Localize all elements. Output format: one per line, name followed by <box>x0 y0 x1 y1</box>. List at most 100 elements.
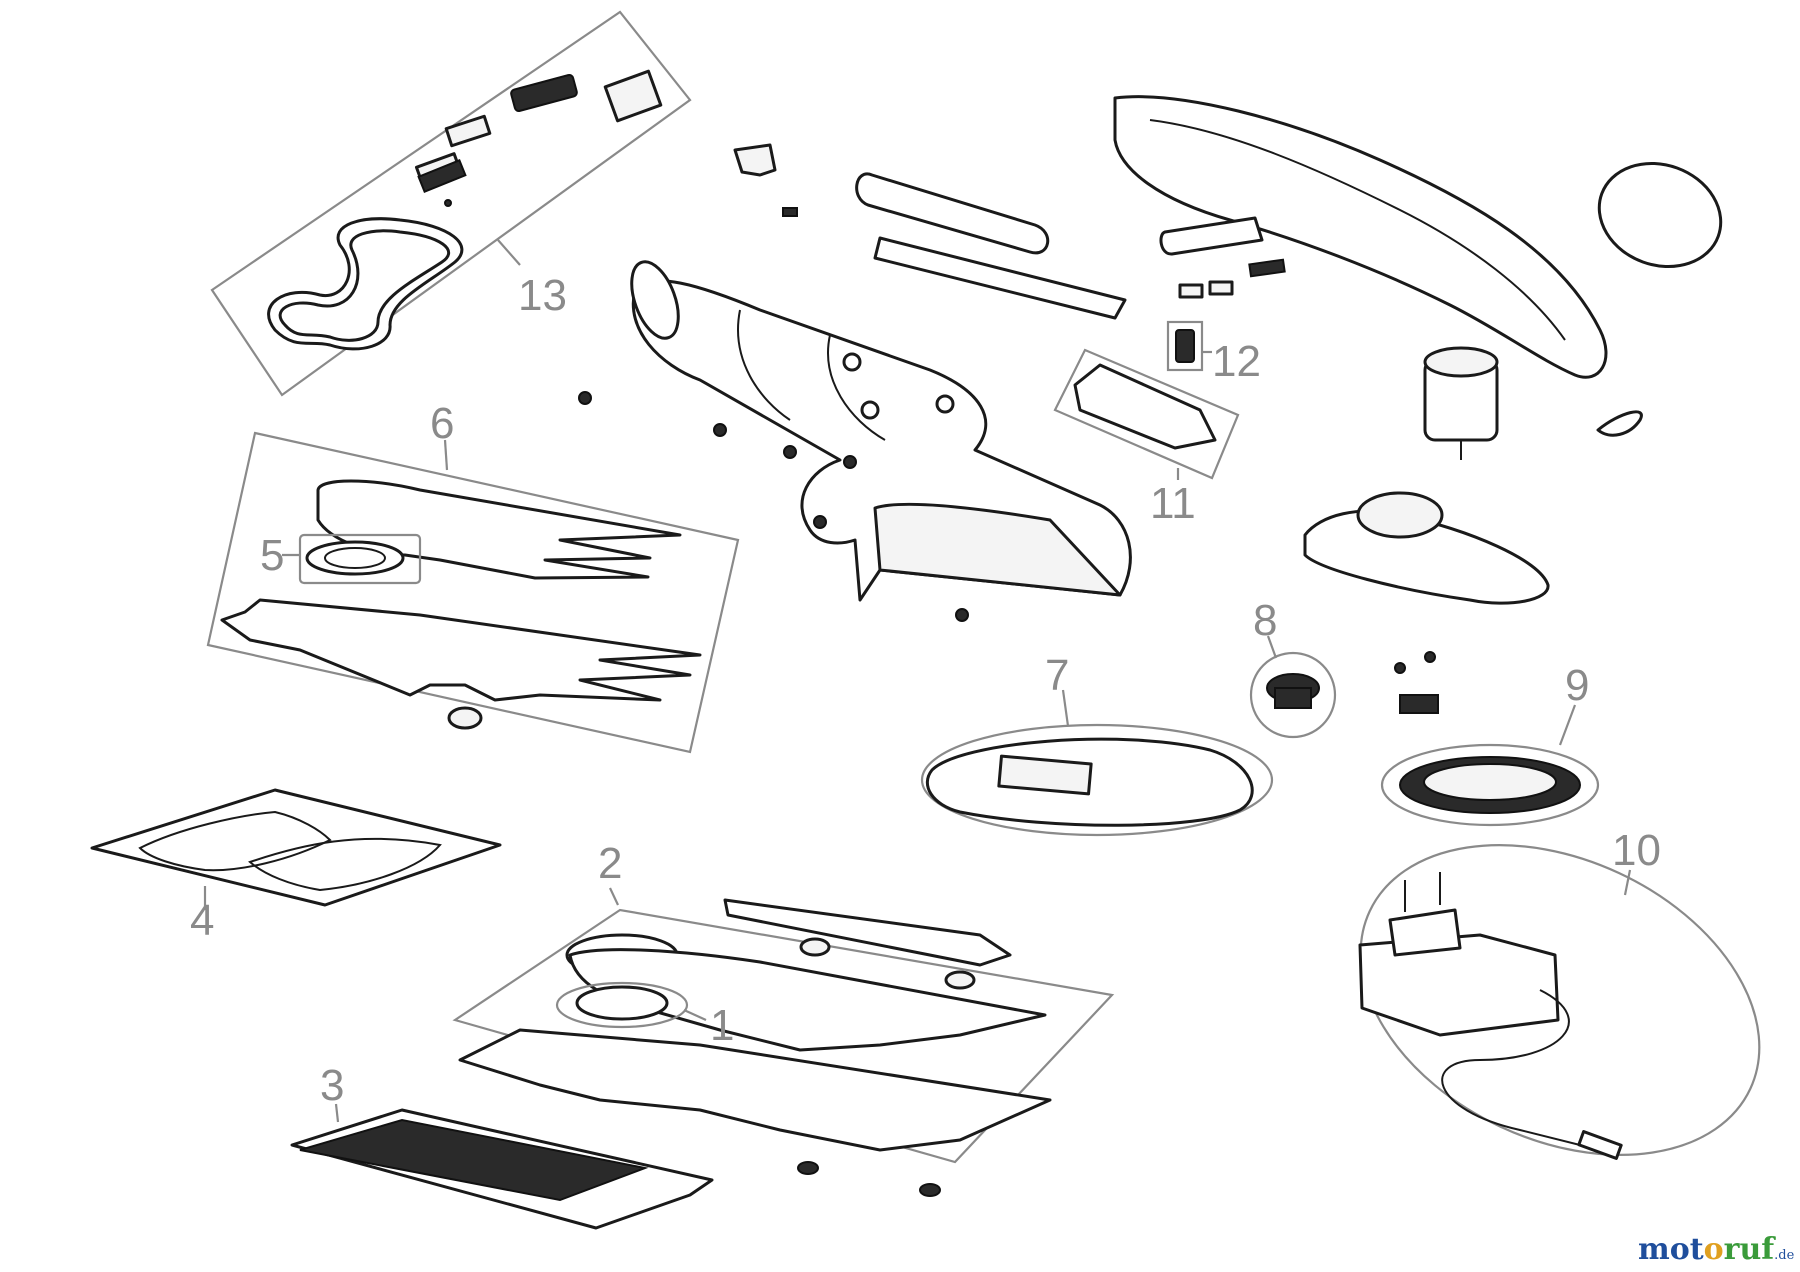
frame-5 <box>298 533 422 585</box>
part-group-5: 5 <box>260 531 422 585</box>
gear-plate-slot <box>997 754 1093 796</box>
callout-10: 10 <box>1612 826 1661 875</box>
motor-top <box>1423 346 1499 378</box>
small-pin <box>782 207 798 217</box>
bracket-top <box>733 143 777 177</box>
frame-8 <box>1249 651 1337 739</box>
leader-2 <box>609 887 619 906</box>
small-bracket <box>444 114 492 148</box>
part-group-10: 10 <box>1358 826 1761 1160</box>
blade-cover-plate <box>90 788 502 907</box>
frame-1 <box>555 981 689 1029</box>
right-housing-half <box>1113 95 1608 379</box>
blade-washer-b <box>944 970 976 990</box>
blade-sheath-ribs <box>299 1118 649 1202</box>
motoruf-logo: motoruf.de <box>1638 1232 1795 1267</box>
screws <box>578 391 969 622</box>
housing-clip-a <box>1178 283 1204 299</box>
blade-nut-b <box>919 1183 941 1197</box>
screw-boss-2 <box>860 400 880 420</box>
blade-nut-a <box>797 1161 819 1175</box>
battery-plate <box>873 236 1127 320</box>
cover-recess-b <box>248 837 442 892</box>
part-group-7: 7 <box>920 651 1274 837</box>
frame-10 <box>1359 844 1761 1156</box>
housing-edge <box>1149 119 1566 341</box>
spring <box>1248 258 1286 278</box>
part-group-11: 11 <box>1053 348 1240 528</box>
callout-13: 13 <box>518 271 567 320</box>
blade-nut <box>447 706 483 730</box>
callout-7: 7 <box>1045 651 1069 700</box>
shoe <box>873 502 1122 597</box>
leader-10 <box>1623 869 1632 896</box>
screw-3 <box>783 445 797 459</box>
screw-boss-1 <box>842 352 862 372</box>
screw-4 <box>843 455 857 469</box>
part-group-2: 2 <box>452 839 1115 1197</box>
small-nut <box>1399 694 1439 714</box>
housing-upper <box>1113 95 1723 437</box>
frame-13 <box>210 10 692 397</box>
part-group-12: 12 <box>1166 320 1261 386</box>
charger-plug-base <box>1388 908 1462 957</box>
leader-8 <box>1266 635 1278 659</box>
callout-6: 6 <box>430 399 454 448</box>
seal-gasket-inner <box>278 229 450 342</box>
frame-9 <box>1380 743 1600 827</box>
blade-spacer-ring <box>305 540 405 576</box>
screw-5 <box>813 515 827 529</box>
leader-7 <box>1061 689 1070 727</box>
callout-4: 4 <box>190 896 214 945</box>
upper-blade <box>316 479 682 580</box>
spring-12 <box>1175 329 1195 363</box>
small-screw-b <box>1424 651 1436 663</box>
housing-rib-1 <box>737 309 791 421</box>
part-group-4: 4 <box>90 788 502 945</box>
gear-wheel-9-face <box>1423 763 1557 801</box>
charger-cable <box>1441 989 1581 1146</box>
charger-body <box>1358 933 1560 1037</box>
callout-11: 11 <box>1150 479 1196 528</box>
screw-6 <box>955 608 969 622</box>
switch-plate <box>603 69 663 123</box>
lower-blade-2 <box>458 1028 1052 1152</box>
part-group-13: 13 <box>210 10 692 397</box>
callout-2: 2 <box>598 839 622 888</box>
frame-6 <box>206 431 740 754</box>
frame-11 <box>1053 348 1240 480</box>
callout-8: 8 <box>1253 596 1277 645</box>
gear-housing-boss <box>1356 491 1444 539</box>
part-group-8: 8 <box>1249 596 1337 739</box>
battery-cell <box>855 172 1050 255</box>
battery <box>733 143 1286 320</box>
frame-7 <box>920 723 1274 837</box>
frame-12 <box>1166 320 1204 372</box>
spacer-ring <box>575 985 669 1021</box>
housing-rib-2 <box>827 334 886 441</box>
switch-button <box>510 73 578 113</box>
motor <box>1423 346 1499 460</box>
callout-1: 1 <box>710 1001 734 1050</box>
housing-clip-b <box>1208 280 1234 296</box>
blade-guard-top <box>723 898 1012 967</box>
part-group-3: 3 <box>290 1061 714 1230</box>
lower-blade <box>220 598 702 702</box>
part-group-1: 1 <box>555 981 734 1050</box>
callout-3: 3 <box>320 1061 344 1110</box>
tiny-screw <box>444 199 452 207</box>
housing-opening <box>630 260 680 340</box>
gear-hub-8 <box>1274 687 1312 709</box>
handle-housing <box>630 260 1132 602</box>
leader-6 <box>443 439 449 471</box>
upper-blade-2 <box>568 948 1047 1052</box>
leader-3 <box>334 1103 340 1123</box>
leader-9 <box>1558 704 1577 746</box>
gear-housing <box>1303 491 1550 605</box>
screw-boss-3 <box>935 394 955 414</box>
callout-5: 5 <box>260 531 284 580</box>
charger-jack <box>1577 1130 1623 1160</box>
end-cap <box>1597 161 1723 269</box>
blade-washer-a <box>799 937 831 957</box>
